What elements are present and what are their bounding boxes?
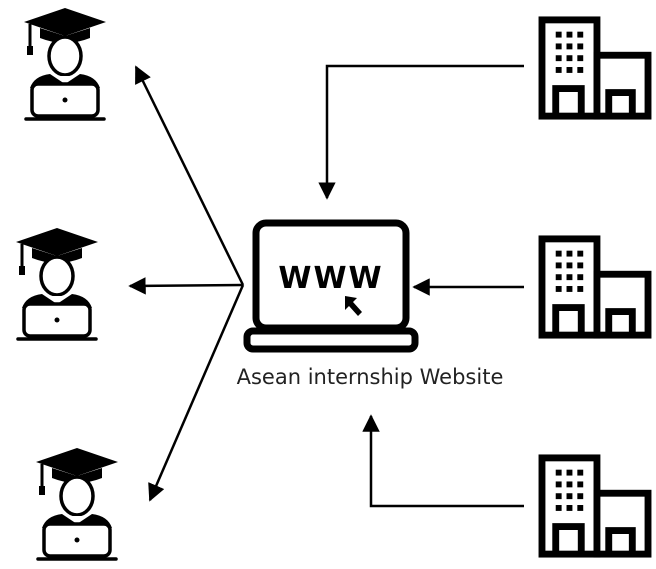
student-icon (14, 226, 100, 341)
arrow-from-company-top (318, 64, 524, 200)
cursor-arrow-icon (345, 296, 362, 316)
arrow-to-student-top (134, 65, 245, 286)
company-building-icon (542, 239, 648, 335)
website-caption: Asean internship Website (236, 365, 504, 389)
website-laptop-icon: WWW (243, 219, 419, 353)
company-building-icon (542, 458, 648, 554)
student-icon (34, 446, 120, 561)
www-text: WWW (278, 261, 383, 296)
company-building-icon (542, 20, 648, 116)
arrow-to-student-middle (128, 277, 244, 295)
student-icon (22, 6, 108, 121)
arrow-from-company-bottom (362, 414, 524, 508)
arrow-to-student-bottom (148, 284, 245, 502)
